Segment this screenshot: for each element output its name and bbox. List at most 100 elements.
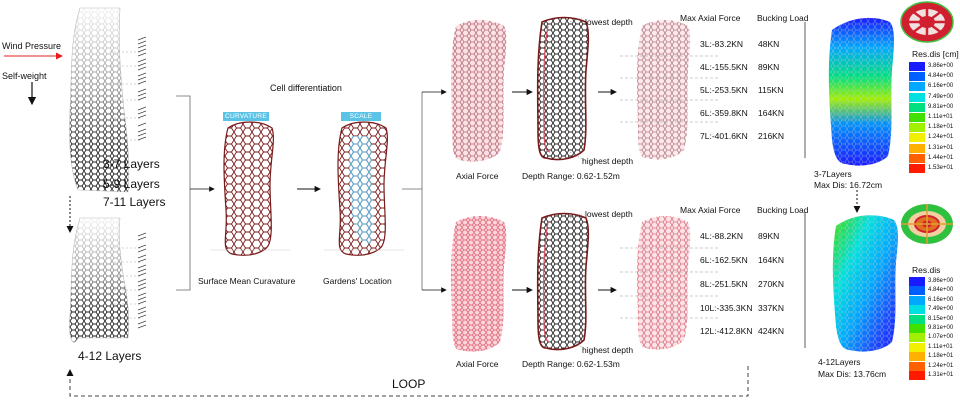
top-load-cell: 89KN [758, 62, 780, 72]
layer-option-c: 7-11 Layers [103, 195, 166, 209]
bottom-depth-range: Depth Range: 0.62-1.53m [522, 359, 620, 369]
loop-label: LOOP [392, 377, 426, 391]
bottom-force-cell: 8L:-251.5KN [700, 279, 748, 289]
bottom-depth-mesh [536, 212, 590, 351]
bottom-color-scale: 3.86e+00 4.84e+00 6.16e+00 7.49e+00 8.15e+00… [909, 277, 959, 381]
bottom-result-heatmap [832, 215, 898, 352]
scale-swatch [909, 324, 925, 333]
bottom-highest-depth: highest depth [582, 345, 634, 355]
cell-diff-title: Cell differentiation [270, 83, 342, 93]
scale-value: 7.49e+00 [928, 93, 954, 100]
bottom-force-cell: 6L:-162.5KN [700, 255, 748, 265]
scale-swatch [909, 82, 925, 92]
scale-value: 6.16e+00 [928, 83, 954, 90]
top-result-name: 3-7Layers [814, 169, 852, 179]
scale-tag: SCALE [341, 112, 381, 121]
top-lowest-depth: lowest depth [585, 17, 633, 27]
top-load-cell: 115KN [758, 85, 784, 95]
bottom-force-cell: 10L:-335.3KN [700, 303, 753, 313]
tower-top-section-lines [110, 51, 140, 141]
wind-load-hatches-top [137, 36, 147, 141]
scale-swatch [909, 277, 925, 286]
scale-swatch [909, 333, 925, 343]
top-highest-depth: highest depth [582, 156, 634, 166]
scale-swatch [909, 295, 925, 305]
bottom-force-cell: 4L:-88.2KN [700, 231, 743, 241]
top-depth-range: Depth Range: 0.62-1.52m [522, 171, 620, 181]
top-res-label: Res.dis [cm] [912, 49, 959, 59]
bottom-load-cell: 424KN [758, 326, 784, 336]
bottom-col-bucking: Bucking Load [757, 205, 809, 215]
scale-value: 8.15e+00 [928, 315, 954, 322]
top-axial-force-mesh [451, 20, 507, 162]
scale-value: 3.86e+00 [928, 63, 954, 69]
scale-swatch [909, 361, 925, 371]
bottom-load-cell: 164KN [758, 255, 784, 265]
scale-swatch [909, 371, 925, 380]
layer-option-b: 5-9 Layers [103, 177, 160, 191]
scale-swatch [909, 352, 925, 362]
bottom-table-dashes [620, 247, 720, 319]
scale-swatch [909, 314, 925, 324]
top-load-cell: 48KN [758, 39, 780, 49]
bottom-lowest-depth: lowest depth [585, 209, 633, 219]
scale-value: 1.31e+01 [928, 372, 954, 378]
scale-value: 1.18e+01 [928, 124, 954, 131]
scale-swatch [909, 102, 925, 112]
tower-top-mesh [69, 7, 130, 193]
scale-swatch [909, 305, 925, 315]
scale-value: 1.24e+01 [928, 134, 954, 141]
scale-value: 7.49e+00 [928, 306, 954, 313]
scale-value: 3.86e+00 [928, 278, 954, 284]
scale-value: 1.24e+01 [928, 362, 954, 369]
scale-swatch [909, 62, 925, 71]
bottom-result-max: Max Dis: 13.76cm [818, 369, 887, 379]
bottom-axial-force-mesh [451, 216, 507, 352]
top-force-cell: 6L:-359.8KN [700, 108, 748, 118]
top-col-max-axial: Max Axial Force [680, 13, 741, 23]
tower-bottom-section-lines [110, 247, 140, 319]
scale-swatch [909, 123, 925, 133]
scale-value: 6.16e+00 [928, 296, 954, 303]
scale-value: 9.81e+00 [928, 325, 954, 331]
top-force-cell: 4L:-155.5KN [700, 62, 748, 72]
layer-option-bottom: 4-12 Layers [78, 349, 142, 363]
wind-pressure-label: Wind Pressure [2, 41, 62, 51]
top-result-heatmap [828, 17, 894, 166]
top-buckling-mesh [637, 20, 691, 160]
bottom-load-cell: 270KN [758, 279, 784, 289]
scale-value: 1.07e+00 [928, 334, 954, 341]
scale-swatch [909, 342, 925, 352]
scale-swatch [909, 286, 925, 296]
self-weight-label: Self-weight [2, 71, 47, 81]
scale-value: 1.53e+01 [928, 165, 954, 171]
bottom-axial-force-caption: Axial Force [456, 359, 499, 369]
gardens-mesh [324, 121, 404, 256]
top-force-cell: 7L:-401.6KN [700, 131, 748, 141]
scale-swatch [909, 92, 925, 102]
wind-load-hatches-bottom [137, 232, 147, 329]
tower-bottom-mesh [69, 217, 130, 343]
scale-value: 9.81e+00 [928, 103, 954, 110]
scale-swatch [909, 133, 925, 143]
curvature-caption: Surface Mean Curavature [198, 276, 296, 286]
bottom-result-ring-view [901, 204, 953, 244]
curvature-tag: CURVATURE [223, 112, 269, 121]
top-force-cell: 5L:-253.5KN [700, 85, 748, 95]
scale-value: 1.11e+01 [928, 114, 953, 120]
scale-value: 4.84e+00 [928, 287, 954, 294]
bottom-col-max-axial: Max Axial Force [680, 205, 741, 215]
left-bracket-connector [176, 95, 215, 291]
scale-swatch [909, 164, 925, 173]
bottom-load-cell: 89KN [758, 231, 780, 241]
layer-option-a: 3-7 Layers [103, 157, 160, 171]
scale-swatch [909, 72, 925, 82]
bottom-res-label: Res.dis [912, 265, 941, 275]
top-col-bucking: Bucking Load [757, 13, 809, 23]
top-depth-mesh [536, 16, 590, 161]
top-color-scale: 3.86e+00 4.84e+00 6.16e+00 7.49e+00 9.81e+00… [909, 62, 959, 178]
scale-swatch [909, 113, 925, 122]
scale-swatch [909, 143, 925, 153]
scale-value: 4.84e+00 [928, 73, 954, 80]
